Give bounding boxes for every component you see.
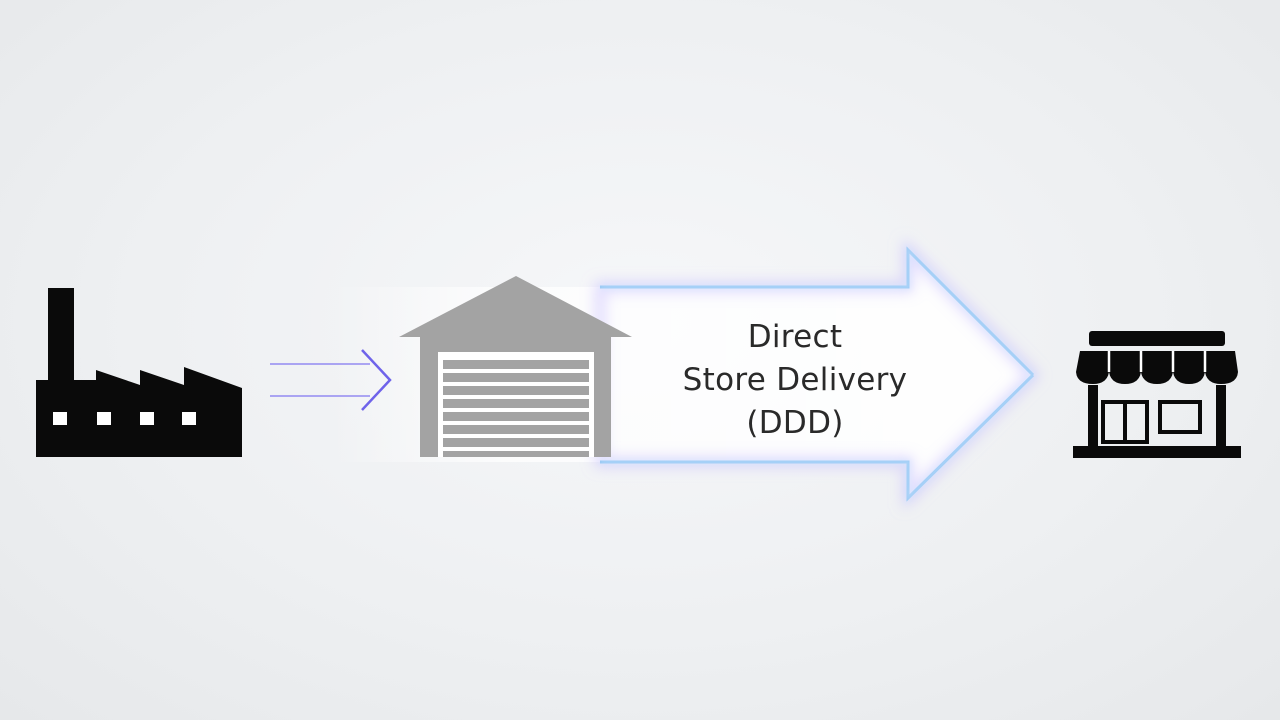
label-line-ddd: (DDD) (746, 405, 844, 441)
arrow-outline-halo (600, 242, 1038, 506)
warehouse-icon (399, 276, 632, 457)
small-arrow-head (361, 349, 392, 411)
awning-dividers (1107, 351, 1207, 372)
store-icon (1073, 331, 1241, 458)
factory-to-warehouse-arrow (270, 349, 392, 411)
direct-store-delivery-label: Direct Store Delivery (DDD) (640, 316, 950, 445)
label-line-direct: Direct (747, 319, 843, 355)
warehouse-door-slats (443, 360, 589, 457)
label-line-store-delivery: Store Delivery (682, 362, 908, 398)
factory-icon (36, 288, 242, 457)
